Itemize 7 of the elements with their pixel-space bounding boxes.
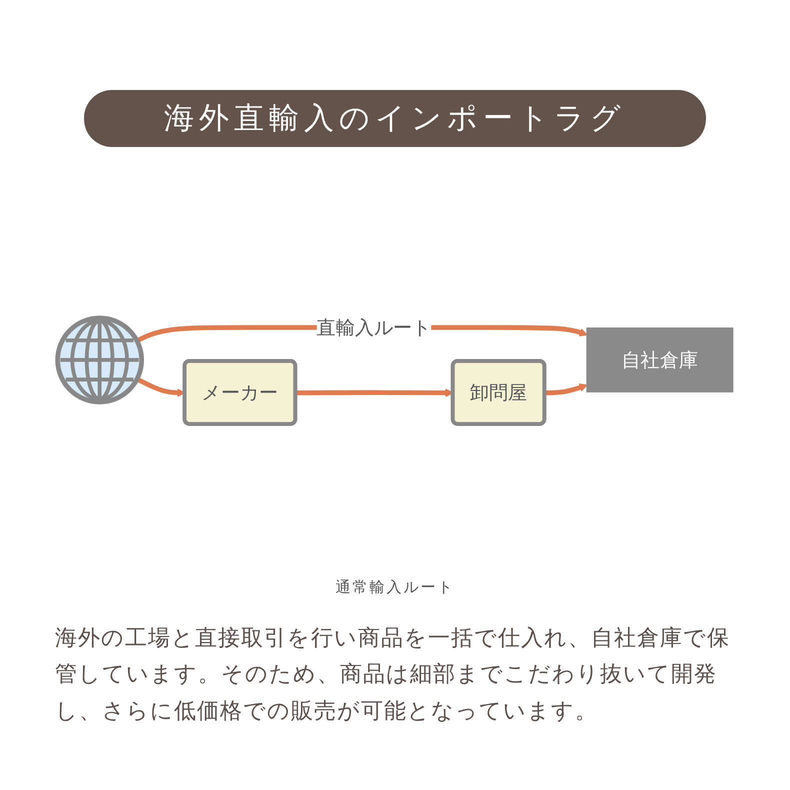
caption-text: 海外の工場と直接取引を行い商品を一括で仕入れ、自社倉庫で保管しています。そのため、商品は細部までこだわり抜いて開発し、さらに低価格での販売が可能となっています。 [55, 625, 731, 726]
title-banner: 海外直輸入のインポートラグ [84, 90, 706, 147]
route-label: 通常輸入ルート [336, 578, 454, 598]
arrow [544, 384, 588, 396]
node-picture [55, 316, 144, 404]
node-box: 自社倉庫 [586, 328, 734, 392]
edge-label: 直輸入ルート [316, 316, 432, 339]
